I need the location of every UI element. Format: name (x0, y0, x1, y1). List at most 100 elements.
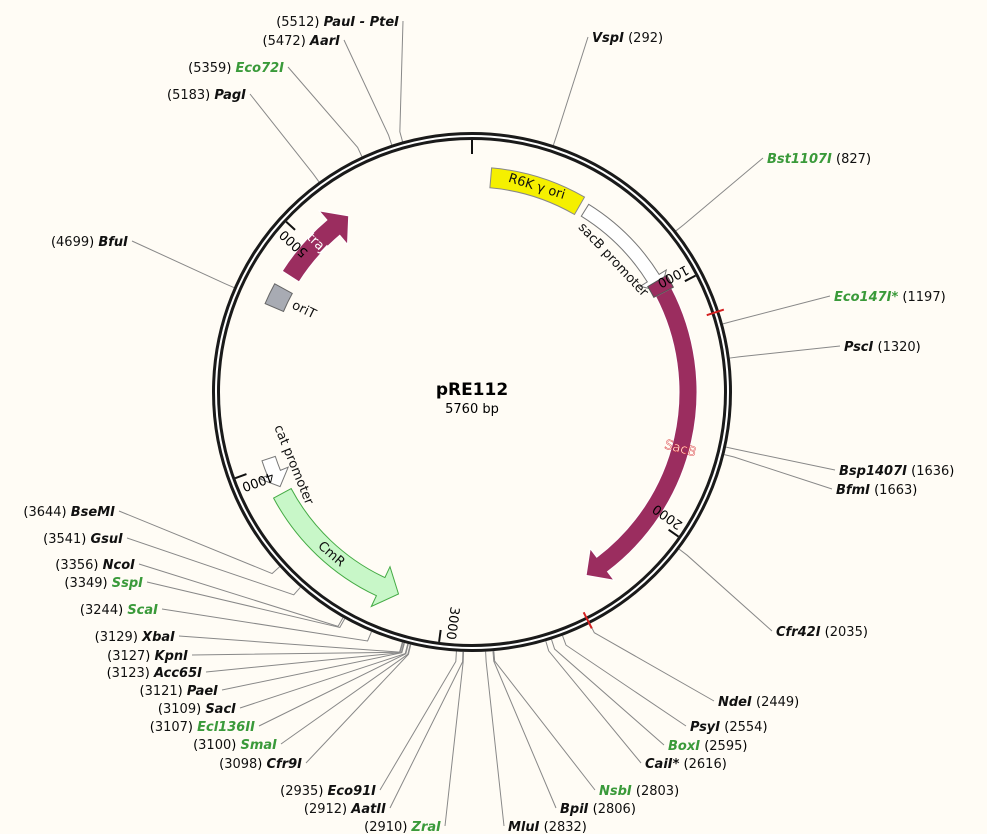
paren: ) (301, 34, 310, 49)
enzyme-leader-line (379, 651, 457, 791)
enzyme-position: 1320 (883, 340, 916, 355)
paren: ( (752, 695, 761, 710)
enzyme-leader-line (287, 66, 363, 157)
paren: ( (679, 757, 688, 772)
enzyme-leader-line (258, 643, 409, 727)
enzyme-name: AatII (350, 802, 386, 817)
paren: ( (150, 720, 155, 735)
enzyme-position: 3356 (60, 558, 93, 573)
paren: ( (907, 464, 916, 479)
paren: ) (178, 684, 187, 699)
paren: ) (866, 152, 871, 167)
enzyme-leader-line (178, 635, 403, 653)
paren: ( (276, 15, 281, 30)
enzyme-position: 2616 (689, 757, 722, 772)
enzyme-name: KpnI (155, 649, 189, 664)
enzyme-name: PauI - PteI (324, 15, 400, 30)
paren: ( (107, 649, 112, 664)
enzyme-name: BfmI (836, 483, 870, 498)
paren: ) (941, 290, 946, 305)
enzyme-leader-line (493, 651, 596, 791)
enzyme-position: 827 (841, 152, 866, 167)
enzyme-label: (3644) BseMI (23, 505, 115, 520)
enzyme-name: SmaI (240, 738, 277, 753)
paren: ) (318, 784, 327, 799)
enzyme-label: (5359) Eco72I (188, 61, 284, 76)
enzyme-label: (5183) PagI (167, 88, 246, 103)
enzyme-name: Eco72I (236, 61, 285, 76)
enzyme-name: Eco91I (328, 784, 377, 799)
feature-label-ori: R6K γ ori (506, 171, 566, 203)
enzyme-name: NcoI (103, 558, 136, 573)
paren: ) (916, 340, 921, 355)
enzyme-leader-line (551, 639, 665, 746)
enzyme-name: CaiI* (645, 757, 680, 772)
paren: ) (863, 625, 868, 640)
enzyme-name: VspI (592, 31, 624, 46)
paren: ( (700, 739, 709, 754)
paren: ( (188, 61, 193, 76)
enzyme-name: NsbI (599, 784, 632, 799)
enzyme-position: 2449 (761, 695, 794, 710)
enzyme-position: 3123 (112, 666, 145, 681)
paren: ( (80, 603, 85, 618)
enzyme-label: NdeI (2449) (718, 695, 799, 710)
enzyme-name: BseMI (71, 505, 115, 520)
enzyme-position: 2832 (549, 820, 582, 834)
bracket-mark (582, 611, 593, 629)
paren: ) (103, 576, 112, 591)
enzyme-label: (3123) Acc65I (107, 666, 203, 681)
enzyme-label: Bst1107I (827) (767, 152, 871, 167)
enzyme-leader-line (146, 581, 346, 629)
enzyme-name: Ecl136II (197, 720, 255, 735)
enzyme-leader-line (552, 36, 589, 146)
paren: ) (118, 603, 127, 618)
enzyme-label: (3098) Cfr9I (219, 757, 302, 772)
paren: ( (193, 738, 198, 753)
enzyme-leader-line (444, 651, 464, 827)
enzyme-leader-line (729, 345, 841, 359)
enzyme-name: NdeI (718, 695, 752, 710)
backbone-ring (212, 132, 732, 652)
paren: ) (81, 532, 90, 547)
paren: ) (631, 802, 636, 817)
enzyme-position: 2803 (641, 784, 674, 799)
enzyme-name: PscI (844, 340, 874, 355)
enzyme-leader-line (589, 623, 715, 702)
enzyme-leader-line (389, 651, 464, 809)
enzyme-leader-line (161, 608, 372, 642)
tick-label: 4000 (240, 468, 276, 493)
feature-cmr (272, 487, 400, 608)
enzyme-position: 5183 (172, 88, 205, 103)
paren: ) (314, 15, 323, 30)
enzyme-position: 3098 (224, 757, 257, 772)
paren: ) (582, 820, 587, 834)
paren: ( (873, 340, 882, 355)
paren: ( (95, 630, 100, 645)
enzyme-leader-line (492, 651, 557, 809)
enzyme-name: XbaI (141, 630, 175, 645)
enzyme-label: Eco147I* (1197) (834, 290, 946, 305)
paren: ( (870, 483, 879, 498)
enzyme-label: BoxI (2595) (668, 739, 747, 754)
enzyme-leader-line (249, 93, 320, 183)
enzyme-leader-line (675, 157, 764, 232)
enzyme-name: PsyI (690, 720, 720, 735)
paren: ) (62, 505, 71, 520)
paren: ) (257, 757, 266, 772)
enzyme-position: 3100 (198, 738, 231, 753)
enzyme-name: MluI (508, 820, 540, 834)
enzyme-label: Cfr42I (2035) (776, 625, 868, 640)
paren: ( (167, 88, 172, 103)
enzyme-leader-line (722, 295, 831, 325)
enzyme-position: 3244 (85, 603, 118, 618)
paren: ( (43, 532, 48, 547)
paren: ) (93, 558, 102, 573)
paren: ( (632, 784, 641, 799)
enzyme-label: (2935) Eco91I (280, 784, 376, 799)
enzyme-name: Cfr9I (267, 757, 303, 772)
feature-label-oriT: oriT (289, 298, 318, 322)
enzyme-label: PsyI (2554) (690, 720, 768, 735)
paren: ( (821, 625, 830, 640)
paren: ( (539, 820, 548, 834)
